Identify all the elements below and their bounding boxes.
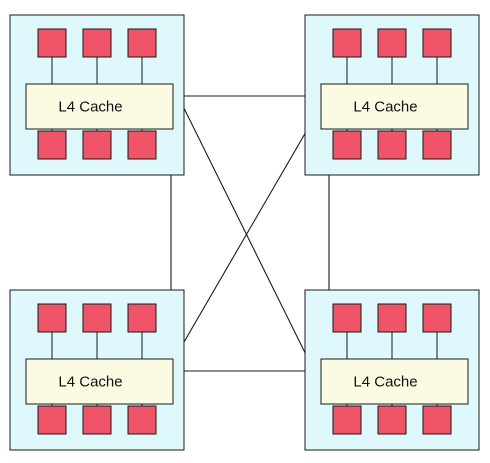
node-top-right: L4 Cache bbox=[304, 14, 480, 176]
l4-cache-label: L4 Cache bbox=[353, 374, 417, 391]
core-lower-1 bbox=[37, 130, 67, 160]
l4-cache-box bbox=[320, 358, 469, 405]
core-upper-2 bbox=[82, 303, 112, 333]
core-upper-3 bbox=[127, 28, 157, 58]
l4-cache-box bbox=[25, 83, 174, 130]
l4-cache-label: L4 Cache bbox=[58, 99, 122, 116]
core-upper-3 bbox=[422, 28, 452, 58]
link-top-right-to-bottom-left bbox=[172, 105, 322, 362]
l4-cache-box bbox=[25, 358, 174, 405]
link-top-left-to-bottom-right bbox=[172, 85, 322, 386]
core-upper-2 bbox=[82, 28, 112, 58]
core-lower-3 bbox=[127, 130, 157, 160]
core-upper-1 bbox=[37, 303, 67, 333]
l4-cache-label: L4 Cache bbox=[58, 374, 122, 391]
core-upper-3 bbox=[422, 303, 452, 333]
l4-cache-label: L4 Cache bbox=[353, 99, 417, 116]
core-lower-1 bbox=[332, 405, 362, 435]
core-lower-2 bbox=[82, 130, 112, 160]
core-upper-2 bbox=[377, 28, 407, 58]
core-upper-1 bbox=[37, 28, 67, 58]
core-upper-2 bbox=[377, 303, 407, 333]
core-lower-3 bbox=[127, 405, 157, 435]
core-lower-2 bbox=[82, 405, 112, 435]
core-lower-2 bbox=[377, 130, 407, 160]
core-upper-1 bbox=[332, 303, 362, 333]
core-upper-3 bbox=[127, 303, 157, 333]
core-lower-1 bbox=[332, 130, 362, 160]
node-bottom-right: L4 Cache bbox=[304, 289, 480, 451]
nodes-layer: L4 Cache L4 Cache L4 Cache L4 Cache bbox=[9, 14, 480, 451]
l4-cache-box bbox=[320, 83, 469, 130]
core-lower-2 bbox=[377, 405, 407, 435]
node-bottom-left: L4 Cache bbox=[9, 289, 185, 451]
core-lower-1 bbox=[37, 405, 67, 435]
core-lower-3 bbox=[422, 405, 452, 435]
core-upper-1 bbox=[332, 28, 362, 58]
core-lower-3 bbox=[422, 130, 452, 160]
node-top-left: L4 Cache bbox=[9, 14, 185, 176]
